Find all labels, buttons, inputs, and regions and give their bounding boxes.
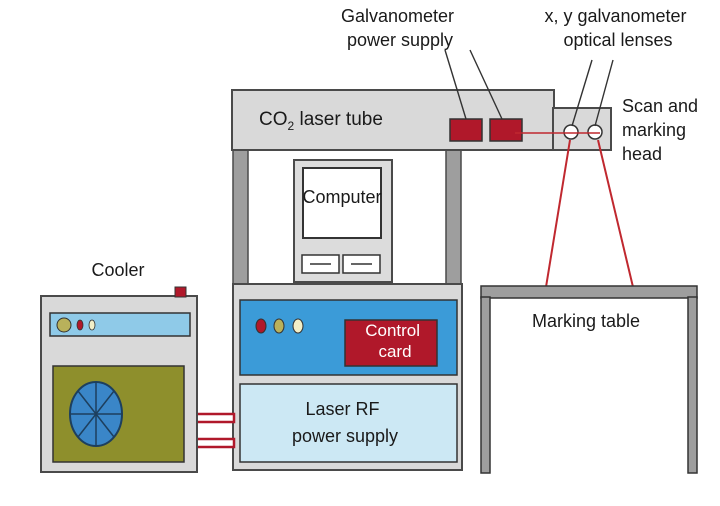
laser-rf-power-supply [239, 383, 458, 463]
galvanometer-power-module-1 [449, 118, 483, 142]
computer-label: Computer [302, 187, 381, 207]
coolant-pipe-upper [194, 412, 236, 424]
cooler-fan-icon [69, 381, 123, 447]
cooler-label: Cooler [91, 260, 144, 280]
cooler-dial [56, 317, 72, 333]
leader-galv-power-1 [444, 49, 467, 120]
indicator-red [255, 318, 267, 334]
leader-optical-lens-2 [594, 59, 614, 127]
laser-rf-power-supply-label: Laser RF power supply [292, 399, 398, 446]
marking-table-label: Marking table [532, 311, 640, 331]
coolant-pipe-lower [194, 437, 236, 449]
galvanometer-power-supply-label: Galvanometer power supply [341, 6, 459, 50]
indicator-cream [292, 318, 304, 334]
cooler-indicator-2 [88, 319, 96, 331]
marking-table-top [480, 285, 698, 299]
laser-beam-left [545, 139, 571, 288]
cooler-indicator-1 [76, 319, 84, 331]
indicator-olive [273, 318, 285, 334]
marking-table-leg-right [687, 296, 698, 474]
galvanometer-optical-lenses-label: x, y galvanometer optical lenses [544, 6, 691, 50]
galvanometer-lens-y [587, 124, 603, 140]
cooler-display [49, 312, 191, 337]
control-card-label: Control card [365, 321, 425, 361]
laser-beam-right [597, 139, 634, 288]
frame-right-leg [445, 148, 462, 285]
galvanometer-power-module-2 [489, 118, 523, 142]
marking-table-leg-left [480, 296, 491, 474]
computer-screen [302, 167, 382, 239]
galvanometer-lens-x [563, 124, 579, 140]
scan-marking-head [552, 107, 612, 151]
frame-left-leg [232, 148, 249, 285]
control-card [344, 319, 438, 367]
leader-galv-power-2 [469, 49, 503, 120]
cooler-cap [174, 286, 187, 298]
scan-marking-head-label: Scan and marking head [622, 96, 703, 164]
leader-optical-lens-1 [571, 59, 593, 127]
laser-tube-label: CO2 laser tube [259, 109, 383, 133]
